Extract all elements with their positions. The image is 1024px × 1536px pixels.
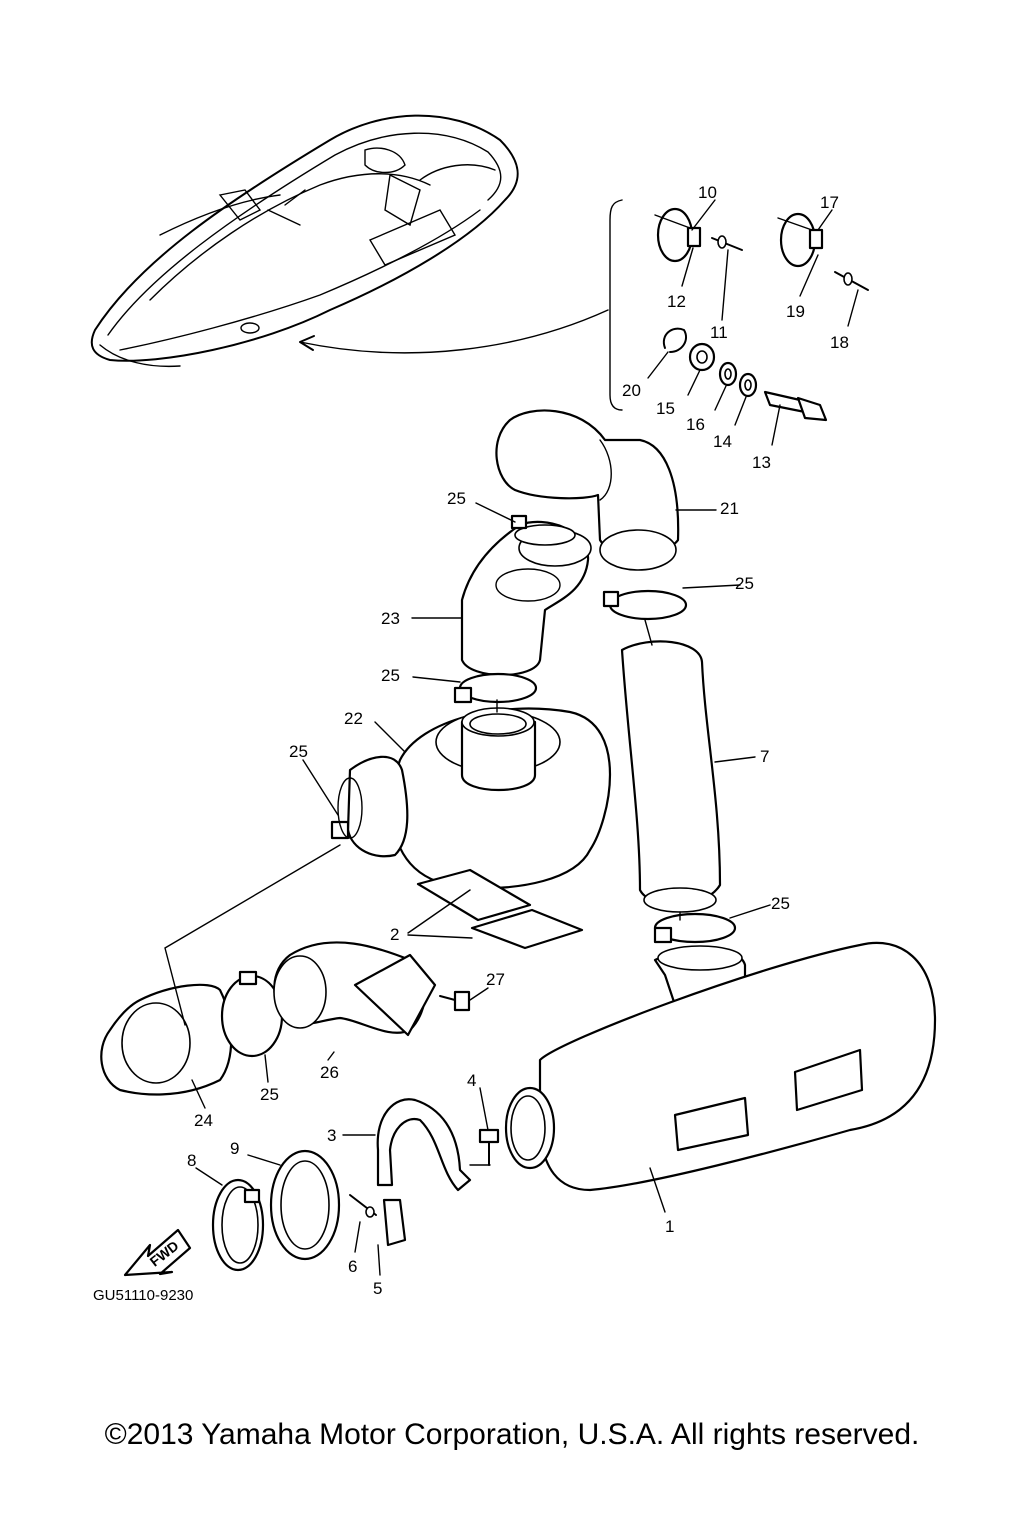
hose-7-icon [620, 640, 722, 913]
label-4: 4 [467, 1071, 476, 1090]
label-17: 17 [820, 193, 839, 212]
label-5: 5 [373, 1279, 382, 1298]
clamp-25d-icon [330, 777, 363, 840]
label-19: 19 [786, 302, 805, 321]
leader-lines [164, 199, 859, 1276]
clamp-8-icon [211, 1178, 265, 1272]
rivet-6-icon [349, 1194, 377, 1218]
label-22: 22 [344, 709, 363, 728]
clamp-25b-icon [602, 589, 688, 621]
label-25f: 25 [260, 1085, 279, 1104]
label-20: 20 [622, 381, 641, 400]
bracket-5-icon [382, 1198, 407, 1247]
bolt-4-icon [478, 1128, 500, 1166]
label-12: 12 [667, 292, 686, 311]
clamp-17-icon [777, 212, 824, 268]
fwd-arrow-icon: FWD [123, 1228, 192, 1277]
bolt-27-icon [439, 990, 471, 1012]
copyright-notice: ©2013 Yamaha Motor Corporation, U.S.A. A… [104, 1418, 920, 1451]
clip-20-icon [662, 327, 688, 353]
clamp-25a-icon [510, 514, 576, 546]
callout-arrow [299, 309, 609, 354]
mat-2-icon [416, 868, 584, 950]
label-9: 9 [230, 1139, 239, 1158]
washer-14-icon [738, 372, 758, 398]
ring-9-icon [269, 1149, 341, 1261]
clamp-25e-icon [653, 912, 737, 944]
label-3: 3 [327, 1126, 336, 1145]
label-13: 13 [752, 453, 771, 472]
label-2: 2 [390, 925, 399, 944]
label-25a: 25 [447, 489, 466, 508]
chamber-22-icon [346, 707, 612, 890]
label-23: 23 [381, 609, 400, 628]
label-26: 26 [320, 1063, 339, 1082]
clip-11-icon [711, 235, 743, 251]
label-25e: 25 [771, 894, 790, 913]
clamp-25f-icon [220, 970, 284, 1058]
muffler-1-icon [504, 941, 937, 1192]
diagram-code: GU51110-9230 [93, 1287, 193, 1304]
label-25d: 25 [289, 742, 308, 761]
clamp-10-icon [654, 207, 702, 263]
band-3-icon [376, 1098, 472, 1192]
hose-21-icon [495, 409, 680, 571]
pipe-24-icon [100, 983, 233, 1096]
fitting-13-icon [763, 390, 828, 422]
label-18: 18 [830, 333, 849, 352]
hose-26-icon [273, 941, 437, 1037]
label-21: 21 [720, 499, 739, 518]
label-10: 10 [698, 183, 717, 202]
label-8: 8 [187, 1151, 196, 1170]
label-27: 27 [486, 970, 505, 989]
label-25b: 25 [735, 574, 754, 593]
hose-23-icon [460, 520, 592, 676]
clip-18-icon [834, 271, 869, 291]
nut-15-icon [688, 342, 716, 372]
detail-bracket [609, 199, 623, 411]
washer-16-icon [718, 361, 738, 387]
label-7: 7 [760, 747, 769, 766]
clamp-25c-icon [453, 672, 538, 704]
label-14: 14 [713, 432, 732, 451]
label-16: 16 [686, 415, 705, 434]
label-11: 11 [710, 323, 728, 342]
watercraft-illustration [90, 114, 519, 368]
label-25c: 25 [381, 666, 400, 685]
label-1: 1 [665, 1217, 674, 1236]
label-15: 15 [656, 399, 675, 418]
label-24: 24 [194, 1111, 213, 1130]
label-6: 6 [348, 1257, 357, 1276]
